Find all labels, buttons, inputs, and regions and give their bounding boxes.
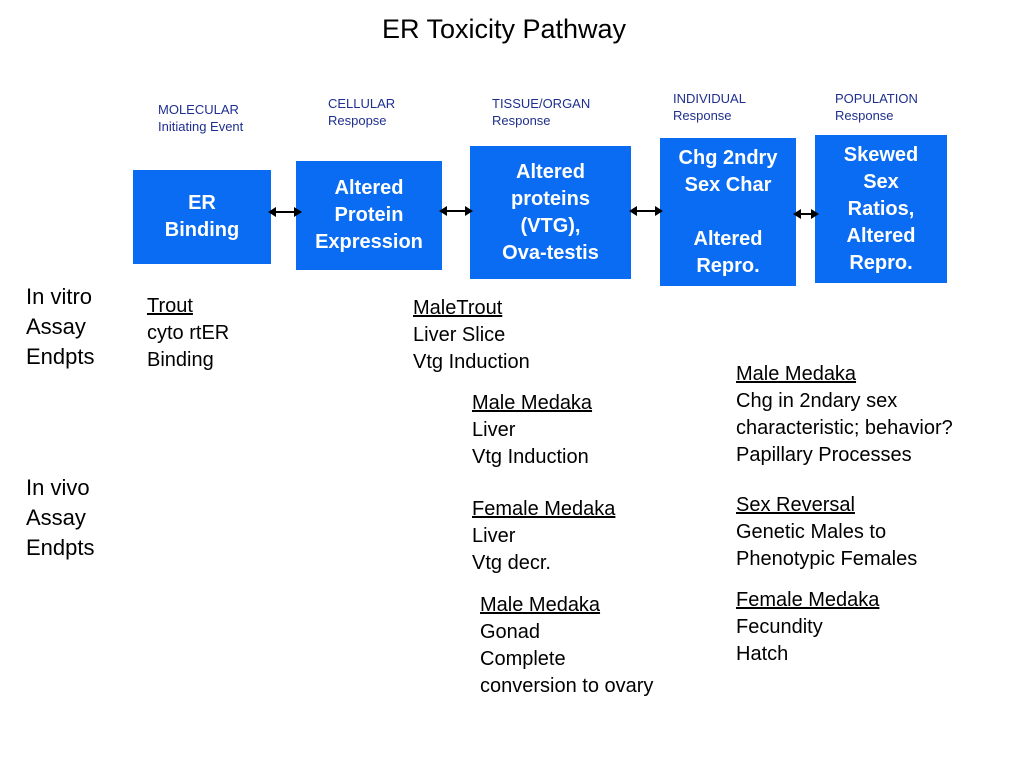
endpoint-body: Liver Slice Vtg Induction — [413, 324, 530, 373]
endpoint-female-medaka-fecundity: Female Medaka Fecundity Hatch — [736, 587, 879, 668]
endpoint-body: Genetic Males to Phenotypic Females — [736, 521, 918, 570]
double-arrow-3 — [629, 206, 663, 216]
level-label-cellular: CELLULAR Respopse — [328, 96, 396, 128]
endpoint-heading: Male Medaka — [480, 594, 601, 616]
endpoint-body: cyto rtER Binding — [147, 322, 230, 371]
endpoint-body: Chg in 2ndary sex characteristic; behavi… — [736, 390, 953, 466]
endpoint-heading: Male Medaka — [472, 392, 593, 414]
endpoint-sex-reversal: Sex Reversal Genetic Males to Phenotypic… — [736, 492, 917, 573]
endpoint-maletrout: MaleTrout Liver Slice Vtg Induction — [413, 295, 530, 376]
endpoint-heading: Female Medaka — [472, 498, 616, 520]
endpoint-body: Gonad Complete conversion to ovary — [480, 621, 654, 697]
box-sex-char: Chg 2ndry Sex Char Altered Repro. — [660, 138, 796, 286]
double-arrow-2 — [439, 206, 473, 216]
level-label-population: POPULATION Response — [835, 91, 918, 123]
level-label-individual: INDIVIDUAL Response — [673, 91, 746, 123]
box-er-binding: ER Binding — [133, 170, 271, 264]
double-arrow-1 — [268, 207, 302, 217]
double-arrow-4 — [793, 209, 819, 219]
endpoint-body: Liver Vtg decr. — [472, 525, 551, 574]
in-vitro-label: In vitro Assay Endpts — [26, 284, 95, 369]
page-title: ER Toxicity Pathway — [381, 14, 627, 44]
box-sex-ratios: Skewed Sex Ratios, Altered Repro. — [815, 135, 947, 283]
endpoint-heading: Sex Reversal — [736, 494, 855, 516]
box-altered-protein-expression: Altered Protein Expression — [296, 161, 442, 270]
endpoint-body: Liver Vtg Induction — [472, 419, 589, 468]
endpoint-heading: Male Medaka — [736, 363, 857, 385]
endpoint-body: Fecundity Hatch — [736, 616, 823, 665]
endpoint-male-medaka-gonad: Male Medaka Gonad Complete conversion to… — [480, 592, 653, 700]
level-label-tissue: TISSUE/ORGAN Response — [492, 96, 591, 128]
box-altered-proteins: Altered proteins (VTG), Ova-testis — [470, 146, 631, 279]
endpoint-heading: Female Medaka — [736, 589, 880, 611]
endpoint-female-medaka-liver: Female Medaka Liver Vtg decr. — [472, 496, 615, 577]
in-vivo-label: In vivo Assay Endpts — [26, 475, 95, 560]
endpoint-heading: MaleTrout — [413, 297, 503, 319]
level-label-molecular: MOLECULAR Initiating Event — [158, 102, 244, 134]
endpoint-male-medaka-chg: Male Medaka Chg in 2ndary sex characteri… — [736, 361, 953, 469]
endpoint-heading: Trout — [147, 295, 193, 317]
endpoint-male-medaka-liver: Male Medaka Liver Vtg Induction — [472, 390, 592, 471]
endpoint-trout: Trout cyto rtER Binding — [147, 293, 229, 374]
